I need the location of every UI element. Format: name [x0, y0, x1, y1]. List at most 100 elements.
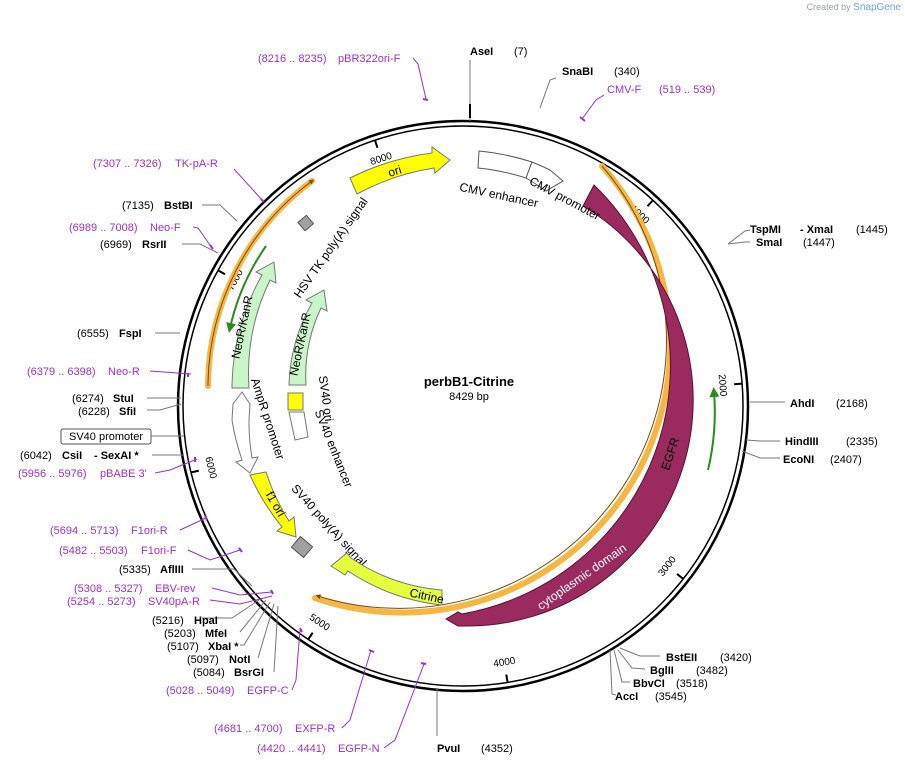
- site-csii-name: CsiI: [62, 450, 82, 462]
- tick-mark: [734, 382, 743, 386]
- site-stui-name: StuI: [113, 393, 134, 405]
- site-smai-name: SmaI: [756, 237, 782, 249]
- site-pvui-name: PvuI: [437, 743, 460, 755]
- tick-label: 5000: [307, 612, 332, 634]
- site-xbai-name: XbaI *: [208, 641, 239, 653]
- primer-egfpn-name: EGFP-N: [338, 743, 380, 755]
- orf-arc-right: [312, 163, 674, 616]
- site-bsrgi-name: BsrGI: [234, 667, 264, 679]
- tick-mark: [505, 674, 509, 683]
- site-sexai-name: - SexAI *: [94, 450, 139, 462]
- feature-neor-outer: [231, 261, 277, 389]
- site-rsrii-name: RsrII: [142, 239, 166, 251]
- site-tspmi-pos: (1445): [856, 224, 888, 236]
- site-bsteii-name: BstEII: [666, 652, 697, 664]
- primer-neor-range: (6379 .. 6398): [27, 366, 96, 378]
- primer-egfpc-range: (5028 .. 5049): [166, 685, 235, 697]
- site-ahdi-name: AhdI: [790, 398, 814, 410]
- tick-mark: [217, 269, 226, 276]
- site-noti-pos: (5097): [187, 654, 219, 666]
- site-csii-pos: (6042): [20, 450, 52, 462]
- orf-arc-left-line: [207, 179, 315, 387]
- feature-citrine: [330, 552, 443, 606]
- site-sfii-name: SfiI: [119, 406, 136, 418]
- tick-label: 3000: [656, 554, 679, 579]
- feature-neor-inner: [288, 289, 328, 386]
- site-asei-pos: (7): [514, 46, 527, 58]
- feature-label-cytoplasmic: cytoplasmic domain: [535, 541, 629, 613]
- primer-f1orif-name: F1ori-F: [141, 545, 177, 557]
- site-fspi-pos: (6555): [77, 328, 109, 340]
- tick-mark: [190, 469, 200, 474]
- site-tspmi-name: TspMI: [750, 224, 781, 236]
- plasmid-name: perbB1-Citrine: [424, 374, 514, 389]
- primer-egfpn-range: (4420 .. 4441): [257, 743, 326, 755]
- site-sfii-pos: (6228): [78, 406, 110, 418]
- primer-tkpar-name: TK-pA-R: [175, 158, 218, 170]
- site-acci-pos: (3545): [655, 691, 687, 703]
- primer-cmvf-name: CMV-F: [607, 84, 642, 96]
- site-bbvci-name: BbvCI: [633, 678, 665, 690]
- site-ecoNi-name: EcoNI: [783, 454, 814, 466]
- feature-label-citrine: Citrine: [408, 586, 445, 607]
- site-rsrii-pos: (6969): [100, 239, 132, 251]
- primer-neof-range: (6989 .. 7008): [69, 222, 138, 234]
- backbone-inner: [182, 125, 744, 687]
- site-stui-pos: (6274): [72, 393, 104, 405]
- site-hpai-name: HpaI: [194, 615, 218, 627]
- feature-sv40-ori: [287, 392, 304, 411]
- snapgene-credit: Created by SnapGene: [807, 2, 901, 13]
- feature-ori: [349, 146, 451, 195]
- primer-sv40par-range: (5254 .. 5273): [67, 596, 136, 608]
- primer-exfpr-range: (4681 .. 4700): [214, 723, 283, 735]
- tick-label: 2000: [716, 374, 729, 397]
- site-bsrgi-pos: (5084): [193, 667, 225, 679]
- site-ahdi-pos: (2168): [836, 398, 868, 410]
- primer-labels: (8216 .. 8235) pBR322ori-F CMV-F (519 ..…: [18, 53, 715, 755]
- primer-tkpar-range: (7307 .. 7326): [93, 158, 162, 170]
- site-afliii-name: AflIII: [160, 564, 184, 576]
- tick-mark: [307, 632, 314, 640]
- feature-egfr: [445, 184, 694, 627]
- orf-arc-right-line: [315, 165, 667, 609]
- site-hindiii-pos: (2335): [846, 436, 878, 448]
- feature-f1ori: [249, 471, 297, 538]
- site-fspi-name: FspI: [119, 328, 142, 340]
- primer-marks: [187, 98, 586, 665]
- feature-label-sv40pa: SV40 poly(A) signal: [289, 481, 370, 569]
- site-xmai-name: - XmaI: [800, 224, 833, 236]
- green-orf-right: [707, 387, 720, 471]
- site-bstbi-pos: (7135): [122, 200, 154, 212]
- site-bstbi-name: BstBI: [164, 200, 193, 212]
- site-bglii-pos: (3482): [696, 665, 728, 677]
- tick-mark: [646, 199, 654, 207]
- plasmid-size: 8429 bp: [449, 391, 489, 403]
- credit-brand: SnapGene: [853, 2, 901, 13]
- tick-mark: [374, 139, 379, 149]
- site-bbvci-pos: (3518): [676, 678, 708, 690]
- sites-right: AseI (7) SnaBI (340) TspMI - XmaI (1445)…: [437, 46, 888, 755]
- credit-prefix: Created by: [806, 2, 851, 12]
- primer-f1orif-range: (5482 .. 5503): [59, 545, 128, 557]
- site-noti-name: NotI: [229, 654, 250, 666]
- primer-sv40par-name: SV40pA-R: [148, 596, 200, 608]
- site-bsteii-pos: (3420): [720, 652, 752, 664]
- site-pvui-pos: (4352): [481, 743, 513, 755]
- feature-label-sv40ori: SV40 ori: [316, 375, 336, 423]
- primer-neor-name: Neo-R: [108, 366, 140, 378]
- primer-pbr322-range: (8216 .. 8235): [258, 53, 327, 65]
- primer-pbabe-range: (5956 .. 5976): [18, 468, 87, 480]
- site-hpai-pos: (5216): [152, 615, 184, 627]
- tick-label: 4000: [493, 656, 517, 670]
- feature-cmv-enhancer: [477, 150, 533, 179]
- green-orf-left: [226, 245, 267, 333]
- primer-pbr322-name: pBR322ori-F: [338, 53, 401, 65]
- backbone-outer: [176, 119, 750, 693]
- primer-leaders: [149, 57, 605, 749]
- primer-exfpr-name: EXFP-R: [295, 723, 335, 735]
- site-xbai-pos: (5107): [167, 641, 199, 653]
- feature-ampr-promoter: [231, 391, 259, 474]
- feature-label-hsvtk: HSV TK poly(A) signal: [291, 195, 371, 301]
- site-snabi-pos: (340): [614, 66, 640, 78]
- primer-egfpc-name: EGFP-C: [247, 685, 289, 697]
